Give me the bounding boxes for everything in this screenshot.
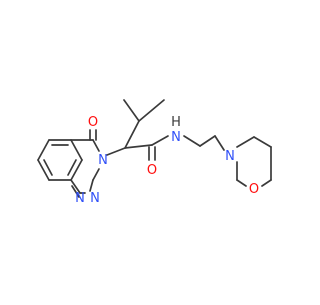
bond [183,135,201,147]
bond [70,159,83,181]
atom-label-nitrogen: N [75,191,85,206]
bond [123,99,140,122]
bond [92,139,100,152]
atom-label-nitrogen: N [225,149,235,164]
double-bond-inner [67,159,77,176]
bond [236,136,255,148]
structure-canvas: O N N N O N H N O [37,99,272,206]
bond [214,135,225,151]
atom-label-nitrogen: N [90,191,100,206]
bond [92,168,100,181]
bond [89,179,94,192]
bond [70,179,81,194]
atom-label-oxygen: O [147,163,157,178]
bond [124,120,140,149]
bond [70,139,83,161]
atom-label-hydrogen: H [171,115,181,130]
bond [261,179,272,187]
atom-label-oxygen: O [88,115,98,130]
atom-label-nitrogen: N [98,153,108,168]
bond [37,159,50,181]
bond [236,179,247,187]
triazinone-ring [70,129,100,198]
bond [253,136,272,148]
side-chain [106,99,225,161]
double-bond-inner [71,185,80,198]
atom-label-oxygen: O [249,182,259,197]
bond [151,135,169,146]
bond [199,135,216,147]
benzene-ring [37,139,83,181]
morpholine-ring [236,136,272,187]
bond [124,144,153,149]
bond [138,99,165,122]
bond [37,139,50,161]
molecule-structure: O N N N O N H N O [37,99,272,206]
double-bond-inner [43,159,53,176]
atom-label-nitrogen: N [171,130,181,145]
bond [106,147,126,156]
